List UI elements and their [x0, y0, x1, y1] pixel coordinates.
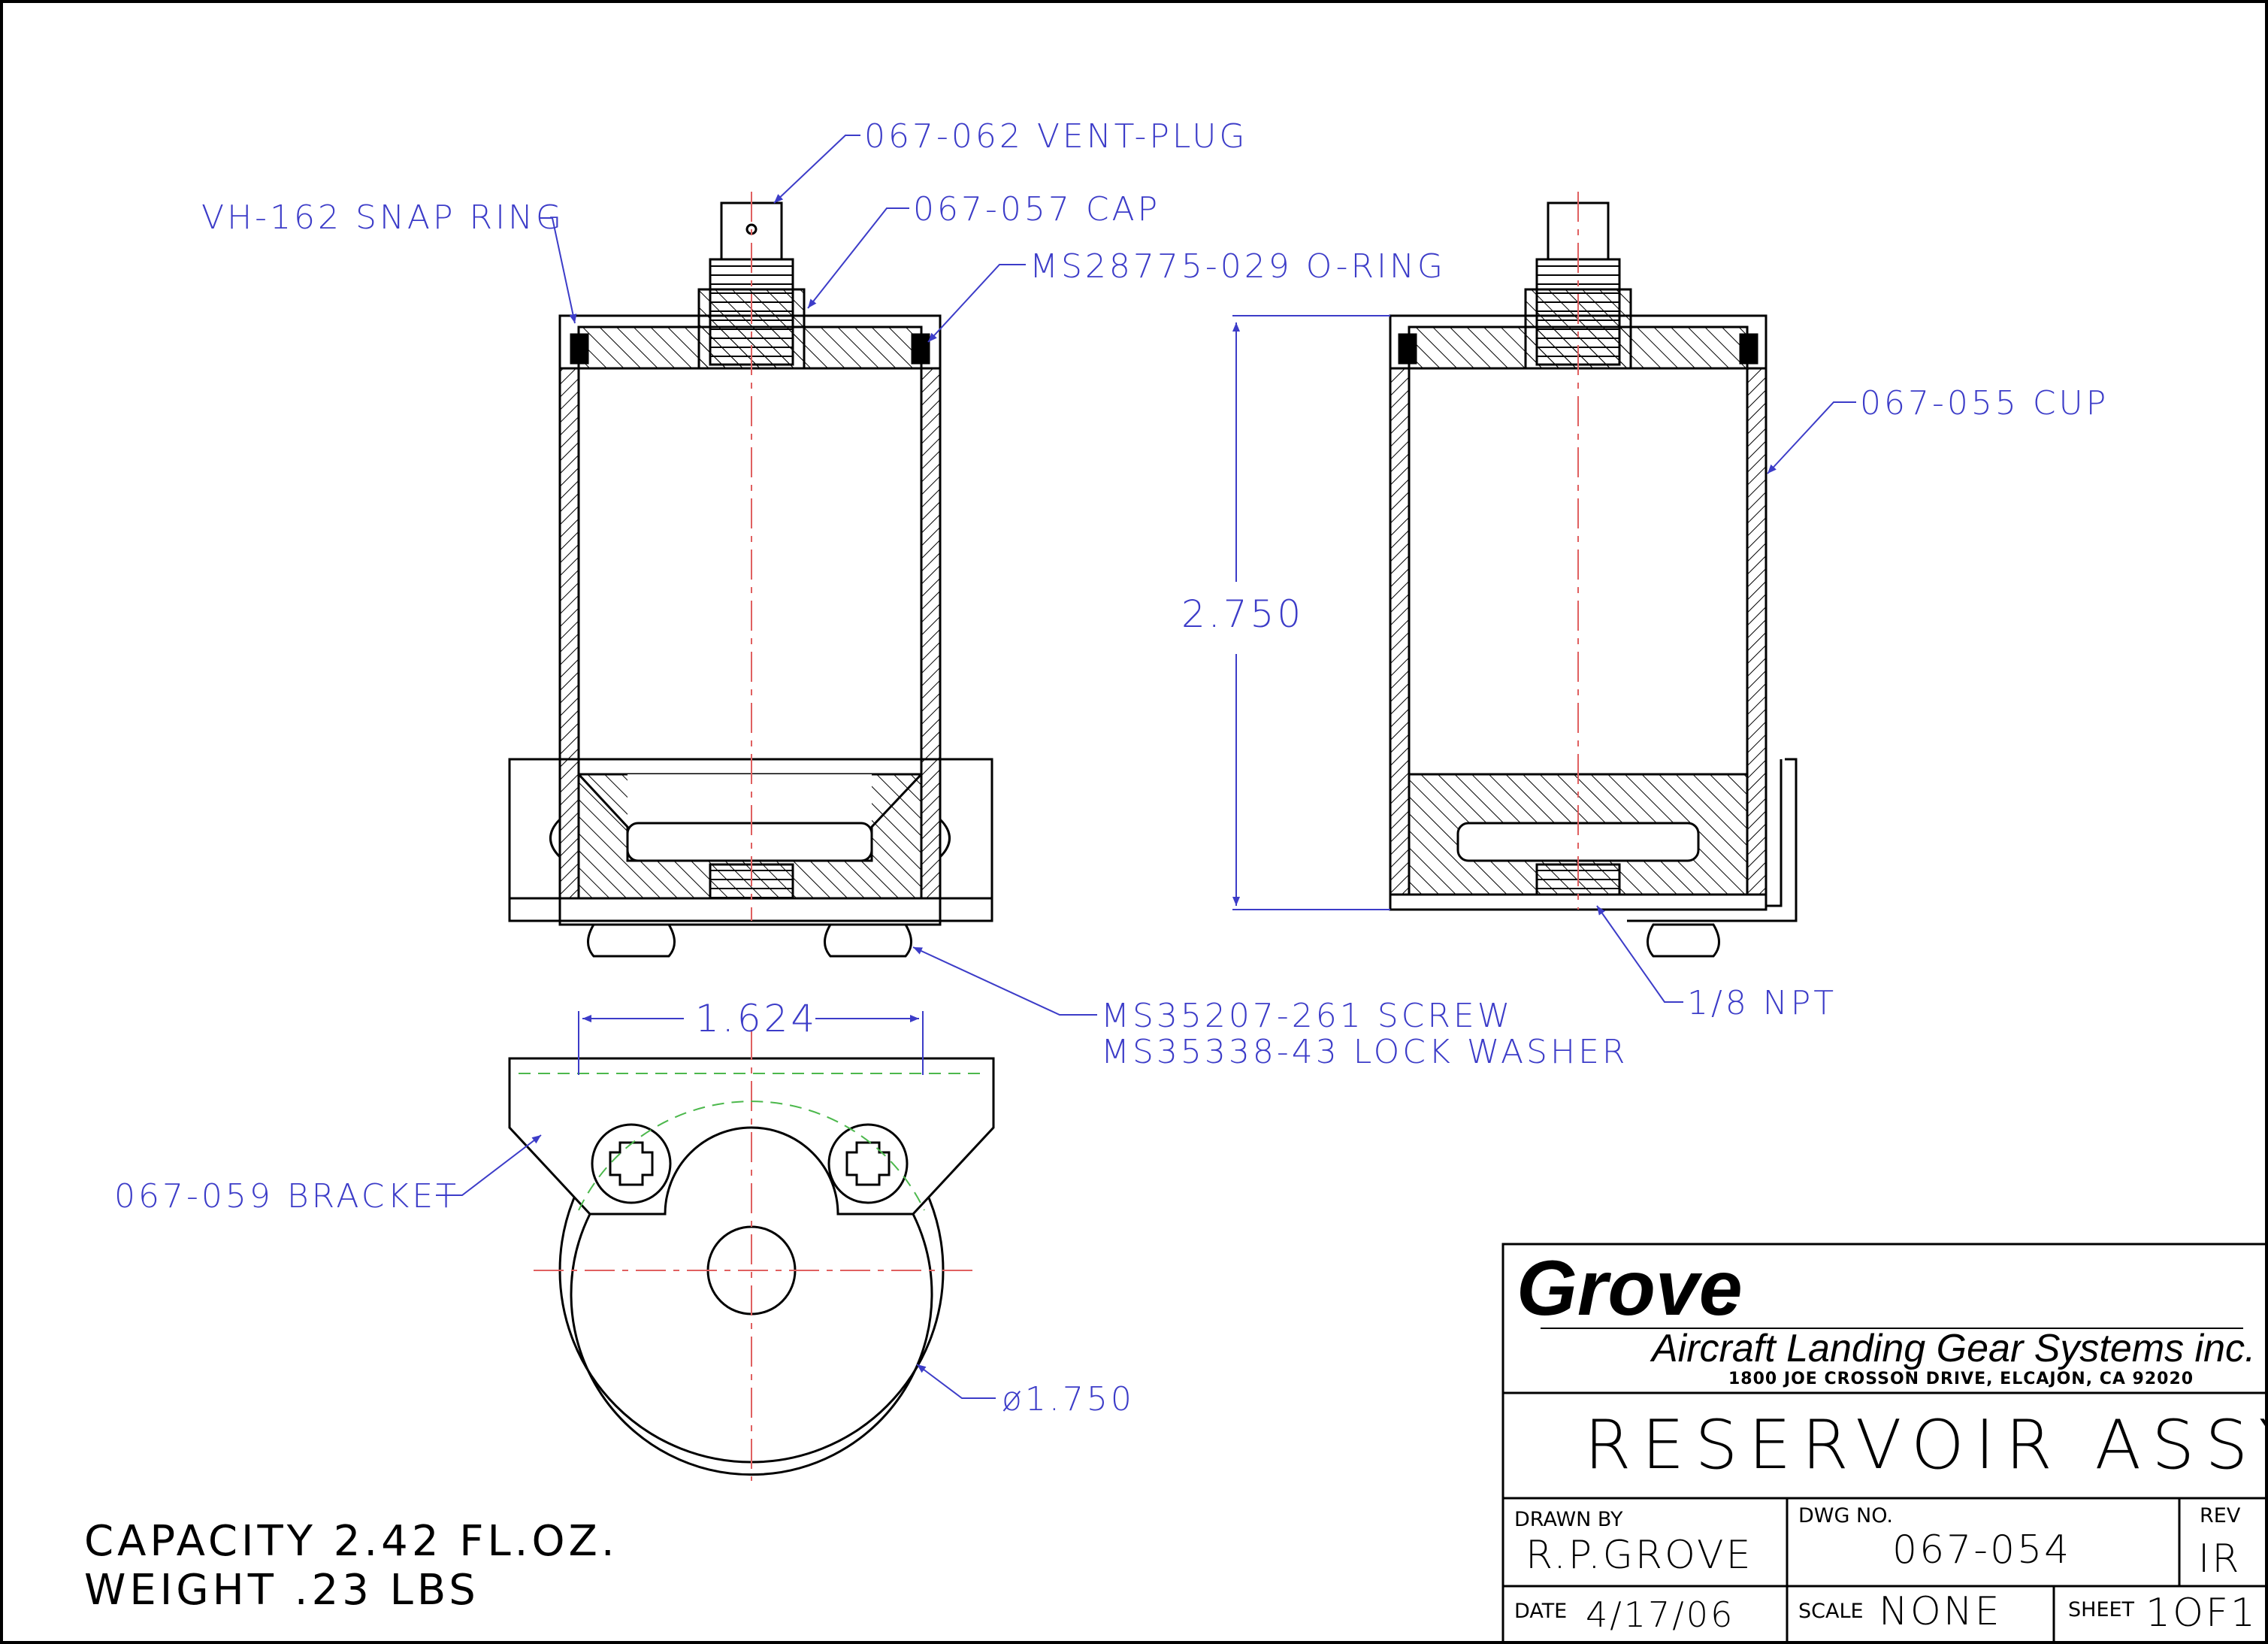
vent-plug-callout: 067-062 VENT-PLUG	[864, 117, 1248, 156]
cup-callout: 067-055 CUP	[1860, 384, 2109, 422]
sheet-label: SHEET	[2068, 1598, 2135, 1621]
width-dimension-value: 1.624	[695, 997, 818, 1040]
dwg-no-value: 067-054	[1892, 1527, 2072, 1573]
company-subtitle: Aircraft Landing Gear Systems inc.	[1652, 1327, 2256, 1370]
date-value: 4/17/06	[1586, 1594, 1735, 1635]
capacity-note: CAPACITY 2.42 FL.OZ.	[84, 1517, 618, 1566]
scale-value: NONE	[1879, 1589, 2002, 1634]
company-logo: Grove	[1517, 1245, 1743, 1332]
scale-label: SCALE	[1798, 1600, 1864, 1623]
height-dimension-value: 2.750	[1181, 592, 1305, 636]
screw-callout: MS35207-261 SCREW	[1101, 997, 1514, 1035]
drawing-title: RESERVOIR ASSY	[1584, 1406, 2268, 1485]
sheet-value: 1OF1	[2146, 1591, 2258, 1636]
drawn-by-value: R.P.GROVE	[1526, 1533, 1753, 1578]
cap-callout: 067-057 CAP	[913, 190, 1161, 229]
npt-callout: 1/8 NPT	[1687, 984, 1837, 1022]
weight-note: WEIGHT .23 LBS	[84, 1566, 479, 1615]
height-dimension	[1232, 315, 1390, 910]
bracket-centerlines	[534, 1030, 977, 1481]
company-address: 1800 JOE CROSSON DRIVE, ELCAJON, CA 9202…	[1728, 1370, 2194, 1388]
rev-label: REV	[2200, 1504, 2241, 1527]
bracket-callout: 067-059 BRACKET	[114, 1177, 460, 1216]
bracket-hidden-lines	[519, 1073, 984, 1211]
title-block-frame	[1501, 1243, 2268, 1644]
snap-ring-callout: VH-162 SNAP RING	[201, 198, 565, 237]
rev-value: IR	[2198, 1537, 2242, 1582]
date-label: DATE	[1514, 1600, 1568, 1623]
diameter-dimension-value: ø1.750	[1002, 1380, 1135, 1418]
width-dimension	[578, 1011, 924, 1075]
drawn-by-label: DRAWN BY	[1514, 1508, 1623, 1531]
side-section-view	[1389, 201, 1798, 958]
o-ring-callout: MS28775-029 O-RING	[1030, 247, 1447, 286]
callout-leaders	[436, 135, 1856, 1399]
lock-washer-callout: MS35338-43 LOCK WASHER	[1101, 1033, 1628, 1071]
dwg-no-label: DWG NO.	[1798, 1504, 1893, 1527]
front-section-view	[508, 201, 993, 958]
